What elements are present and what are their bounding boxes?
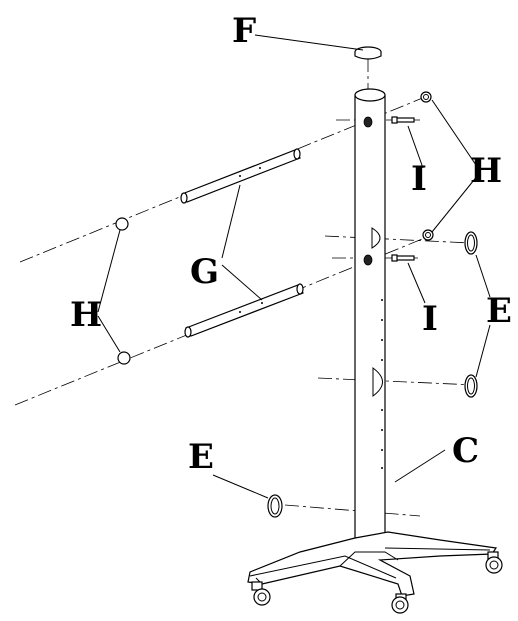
label-c: C [452, 431, 479, 471]
part-h-end-caps [115, 91, 434, 365]
label-g: G [190, 252, 219, 292]
label-i-top: I [411, 159, 427, 199]
caster-right [485, 551, 503, 574]
label-h-right: H [470, 151, 502, 191]
callout-labels: F H I G H I E C E [70, 11, 512, 477]
label-e-right: E [486, 291, 512, 331]
part-c-pole [354, 88, 386, 551]
label-f: F [232, 11, 256, 51]
assembly-axis-lines [14, 58, 476, 517]
part-e-rings [267, 231, 478, 518]
part-f-top-cap [354, 46, 382, 60]
label-i-bottom: I [422, 299, 438, 339]
caster-left [251, 581, 271, 606]
base-with-casters [247, 531, 503, 614]
caster-front [391, 593, 409, 614]
leader-lines [97, 34, 491, 499]
label-h-left: H [70, 295, 102, 335]
part-g-upper-bar [180, 148, 301, 204]
label-e-left: E [188, 437, 214, 477]
part-i-bolts [391, 116, 415, 262]
